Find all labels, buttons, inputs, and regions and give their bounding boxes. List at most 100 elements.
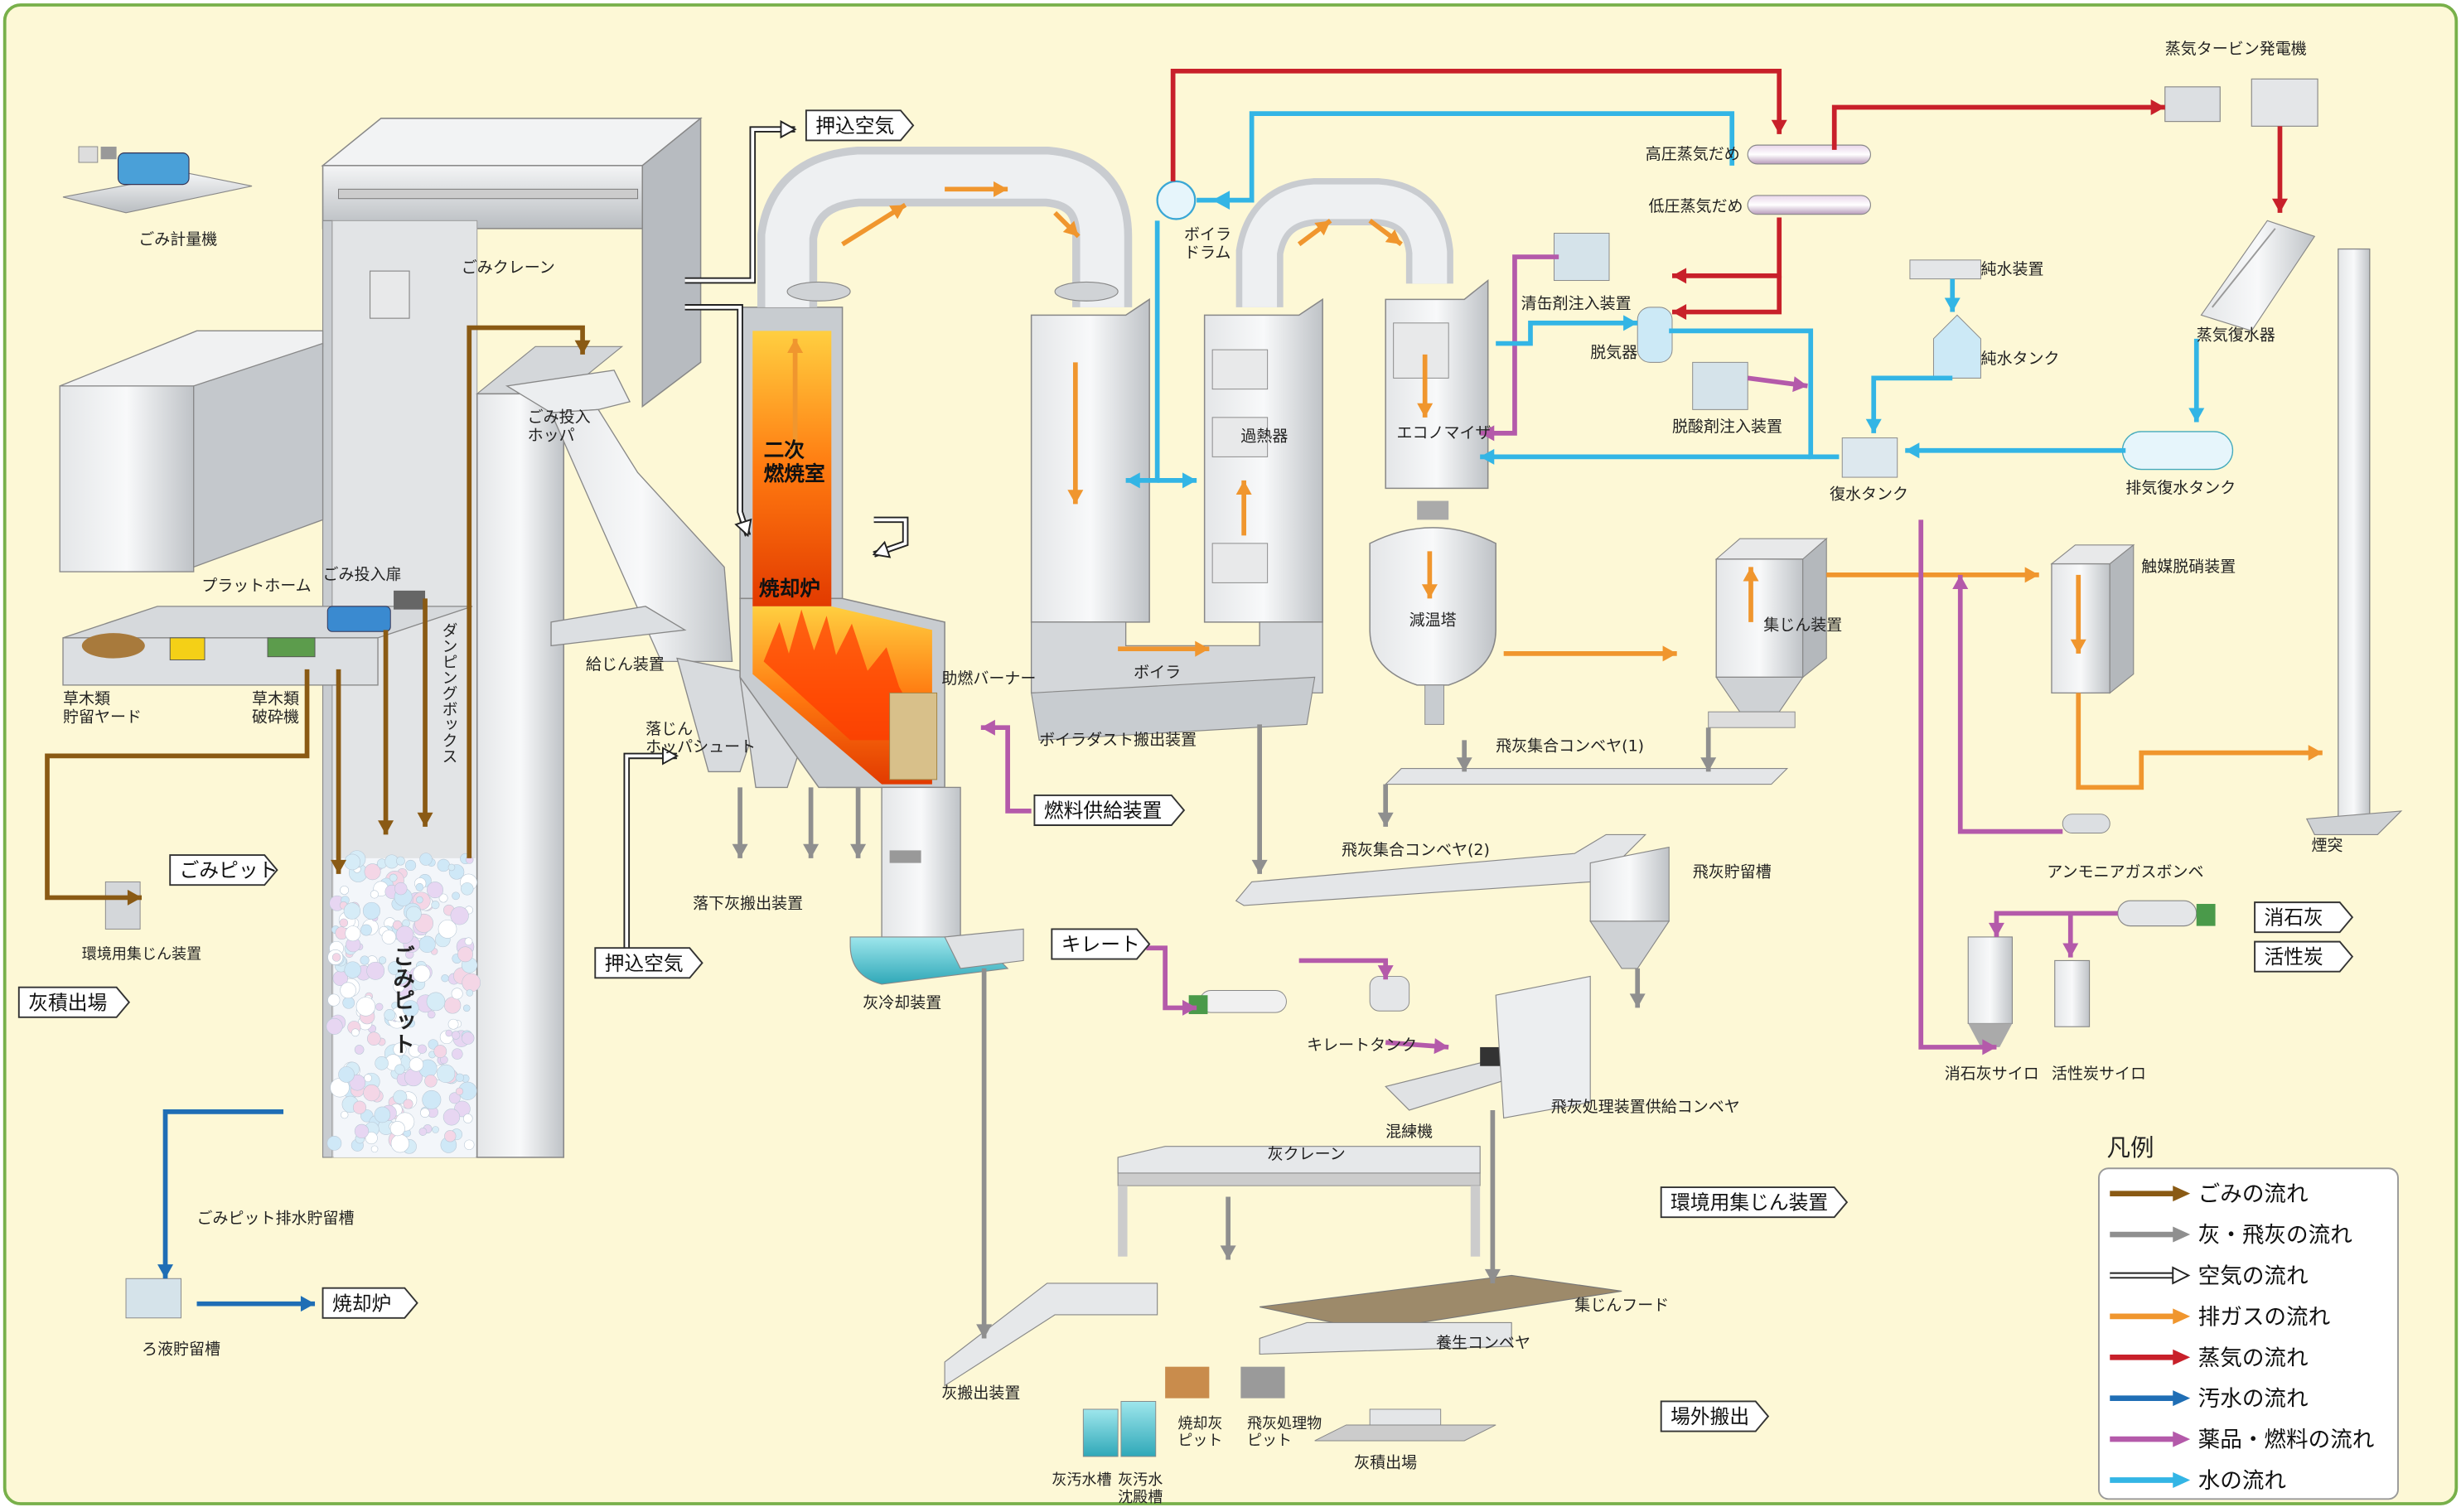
tag-envDust-label: 環境用集じん装置: [1670, 1191, 1828, 1215]
tag-fuel: 燃料供給装置: [1034, 795, 1184, 825]
label-condenser: 蒸気復水器: [2197, 326, 2275, 345]
label-feeder: 給じん装置: [586, 655, 665, 674]
label-chelateTank: キレートタンク: [1307, 1036, 1417, 1055]
label-ashPit: 焼却灰ピット: [1177, 1415, 1222, 1450]
pit-waste-bubble: [452, 1031, 460, 1040]
pit-waste-bubble: [391, 1134, 409, 1152]
label-flyFeed: 飛灰処理装置供給コンベヤ: [1551, 1098, 1740, 1116]
tag-offsite: 場外搬出: [1661, 1401, 1768, 1431]
legend-item-label: 薬品・燃料の流れ: [2198, 1427, 2375, 1453]
pit-waste-bubble: [434, 1045, 447, 1057]
pit-waste-bubble: [424, 1075, 437, 1087]
pit-waste-bubble: [365, 1075, 372, 1082]
legend-item-label: 蒸気の流れ: [2198, 1345, 2309, 1371]
pit-waste-bubble: [416, 896, 423, 903]
pit-waste-bubble: [332, 953, 341, 961]
label-flyConv1: 飛灰集合コンベヤ(1): [1496, 737, 1644, 756]
tag-toFurnace: 焼却炉: [323, 1288, 418, 1318]
tag-pushAir2: 押込空気: [595, 948, 702, 978]
pit-waste-bubble: [444, 1130, 456, 1142]
label-settling-line: 灰汚水: [1118, 1471, 1163, 1489]
pit-waste-bubble: [438, 859, 450, 872]
label-dustHood: 集じんフード: [1574, 1296, 1669, 1314]
label-filtrate: ろ液貯留槽: [142, 1340, 220, 1358]
pit-waste-bubble: [464, 1140, 474, 1150]
pit-waste-bubble: [355, 1045, 364, 1054]
tag-chelate-label: キレート: [1061, 933, 1140, 956]
pit-waste-bubble: [448, 864, 455, 871]
label-scale: ごみ計量機: [138, 230, 217, 249]
pit-waste-bubble: [427, 993, 445, 1011]
label-envDust: 環境用集じん装置: [82, 946, 201, 964]
pit-waste-bubble: [396, 857, 404, 865]
label-pureWater: 純水装置: [1980, 260, 2043, 278]
pit-waste-bubble: [375, 1107, 390, 1123]
pit-waste-bubble: [456, 1074, 464, 1082]
label-pit: ごみピット: [389, 944, 414, 1055]
label-grassYard-line: 草木類: [63, 690, 110, 708]
pit-waste-bubble: [423, 1090, 441, 1109]
label-ashPit-line: ピット: [1177, 1432, 1222, 1450]
legend-item-label: ごみの流れ: [2198, 1181, 2309, 1207]
pit-waste-bubble: [462, 973, 481, 992]
pit-waste-bubble: [340, 886, 348, 894]
label-drum: ボイラドラム: [1184, 225, 1231, 262]
pit-waste-bubble: [395, 1065, 405, 1075]
pit-waste-bubble: [452, 988, 462, 999]
label-crane: ごみクレーン: [462, 258, 555, 277]
pit-waste-bubble: [419, 936, 436, 953]
pit-waste-bubble: [413, 965, 431, 983]
pit-waste-bubble: [461, 882, 473, 895]
pit-waste-bubble: [418, 1045, 427, 1054]
tag-envDust: 環境用集じん装置: [1661, 1187, 1847, 1217]
pit-waste-bubble: [419, 1128, 427, 1135]
pit-waste-bubble: [327, 1136, 341, 1150]
label-grassYard-line: 貯留ヤード: [63, 708, 142, 727]
label-curingConv: 養生コンベヤ: [1436, 1334, 1530, 1352]
label-furnace: 焼却炉: [759, 577, 820, 601]
pit-waste-bubble: [457, 947, 472, 962]
legend-item-label: 灰・飛灰の流れ: [2198, 1223, 2352, 1249]
label-hopper-line: ごみ投入: [528, 408, 591, 427]
denox-unit: [2052, 545, 2134, 693]
tag-ashYard: 灰積出場: [19, 988, 129, 1017]
label-boilerDust: ボイラダスト搬出装置: [1039, 731, 1197, 749]
label-turbine: 蒸気タービン発電機: [2165, 40, 2307, 58]
pit-waste-bubble: [341, 1111, 348, 1118]
label-ashYard2: 灰積出場: [1354, 1453, 1417, 1471]
pit-waste-bubble: [444, 998, 461, 1014]
pit-waste-bubble: [456, 1088, 463, 1095]
label-drum-line: ボイラ: [1184, 225, 1231, 244]
pit-waste-bubble: [462, 1032, 474, 1045]
label-economizer: エコノマイザ: [1396, 424, 1491, 442]
pit-waste-bubble: [375, 1056, 389, 1070]
pit-waste-bubble: [353, 1101, 366, 1114]
label-hpHeader: 高圧蒸気だめ: [1646, 145, 1740, 163]
label-settling: 灰汚水沈殿槽: [1118, 1471, 1163, 1506]
label-pureTank: 純水タンク: [1980, 350, 2059, 368]
label-bagFilter: 集じん装置: [1763, 616, 1842, 634]
pit-waste-bubble: [345, 854, 360, 870]
label-lpHeader: 低圧蒸気だめ: [1649, 197, 1743, 215]
pit-waste-bubble: [406, 906, 421, 921]
pit-waste-bubble: [451, 906, 469, 925]
label-platform: プラットホーム: [201, 577, 311, 595]
label-dropConveyor: 落下灰搬出装置: [693, 895, 803, 913]
label-cooler: 減温塔: [1409, 611, 1457, 630]
pit-waste-bubble: [326, 1018, 342, 1034]
pit-waste-bubble: [345, 962, 361, 978]
pit-waste-bubble: [427, 882, 442, 897]
pit-waste-bubble: [448, 1019, 458, 1029]
pit-waste-bubble: [379, 957, 386, 964]
pit-waste-bubble: [341, 983, 356, 998]
label-sewage: 灰汚水槽: [1052, 1471, 1111, 1489]
pit-waste-bubble: [405, 860, 416, 871]
pit-waste-bubble: [344, 903, 360, 920]
pit-waste-bubble: [465, 938, 472, 945]
pit-waste-bubble: [467, 989, 473, 996]
pit-waste-bubble: [442, 974, 449, 982]
label-drum-line: ドラム: [1184, 244, 1230, 262]
pit-waste-bubble: [443, 1109, 460, 1125]
pit-waste-bubble: [396, 926, 413, 944]
